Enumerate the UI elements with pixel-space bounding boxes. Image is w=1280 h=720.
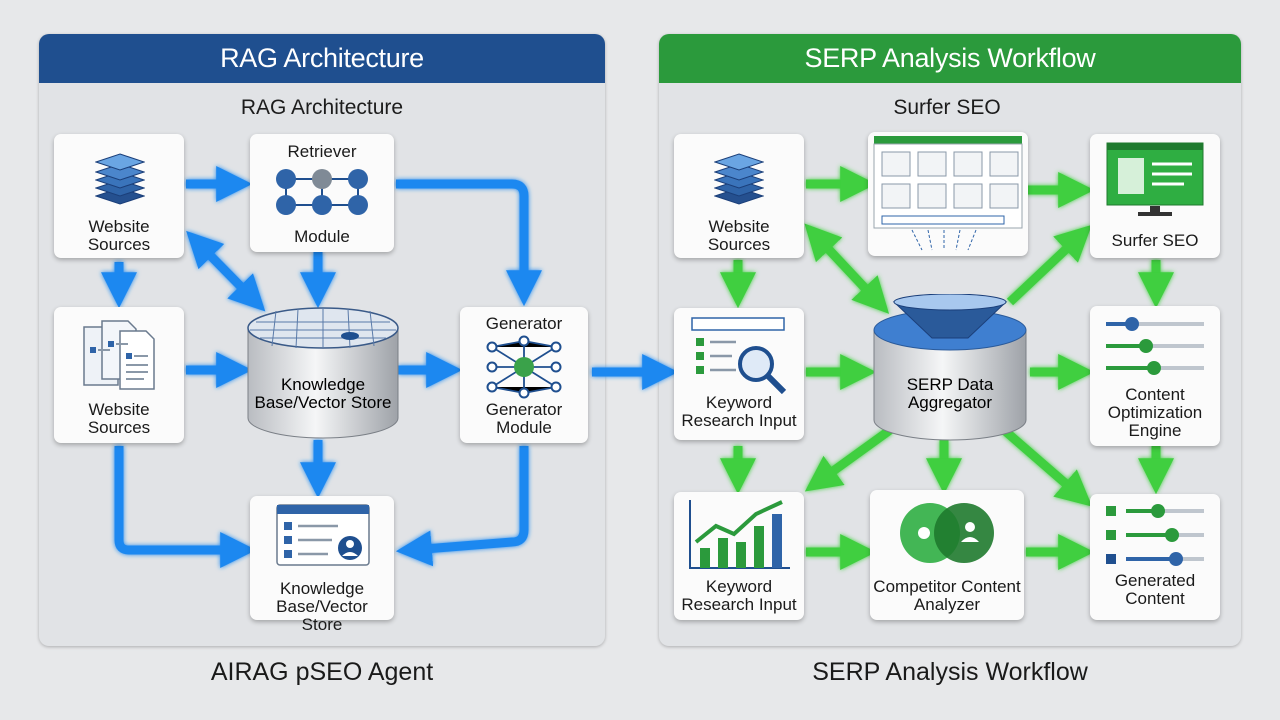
generated-content-label: Generated Content	[1114, 571, 1196, 608]
content-optimization-label: Content Optimization Engine	[1107, 385, 1203, 440]
serp-website-sources-box: Website Sources	[674, 134, 804, 258]
keyword-research-box-bottom: Keyword Research Input	[674, 492, 804, 620]
vector-store-icon	[247, 307, 399, 439]
growth-chart-icon	[689, 500, 790, 569]
website-sources-box-mid: Website Sources	[54, 307, 184, 443]
generated-content-box: Generated Content	[1090, 494, 1220, 620]
browser-profile-icon	[276, 504, 370, 566]
right-footer-caption: SERP Analysis Workflow	[812, 658, 1088, 686]
serp-panel-header: SERP Analysis Workflow	[659, 34, 1241, 83]
rag-panel-subtitle: RAG Architecture	[240, 96, 404, 119]
serp-results-screen-box	[868, 132, 1028, 256]
serp-aggregator-cylinder: SERP Data Aggregator	[872, 293, 1028, 444]
website-sources-label-top: Website Sources	[87, 217, 151, 254]
website-sources-label-mid: Website Sources	[87, 400, 151, 437]
generator-module-label: Generator Module	[485, 400, 563, 437]
serp-results-grid-icon	[873, 136, 1023, 251]
retriever-label: Retriever	[287, 142, 357, 161]
retriever-module-label: Module	[294, 227, 350, 246]
generator-module-box: Generator Generator Module	[460, 307, 588, 443]
retriever-module-box: Retriever Module	[250, 134, 394, 252]
search-magnifier-icon	[691, 317, 787, 394]
surfer-seo-box: Surfer SEO	[1090, 134, 1220, 258]
left-footer-caption: AIRAG pSEO Agent	[210, 658, 434, 686]
checklist-sliders-icon	[1106, 504, 1204, 566]
sliders-icon	[1106, 317, 1204, 375]
website-sources-box-top: Website Sources	[54, 134, 184, 258]
documents-icon	[83, 320, 155, 390]
knowledge-base-box-bottom: Knowledge Base/Vector Store	[250, 496, 394, 634]
database-stack-icon	[95, 153, 145, 205]
generator-label: Generator	[485, 314, 563, 333]
monitor-document-icon	[1106, 142, 1204, 216]
rag-panel-header: RAG Architecture	[39, 34, 605, 83]
database-stack-icon	[714, 153, 764, 205]
keyword-research-label-bottom: Keyword Research Input	[681, 577, 797, 614]
venn-comparison-icon	[900, 503, 994, 563]
content-optimization-box: Content Optimization Engine	[1090, 306, 1220, 446]
keyword-research-box-mid: Keyword Research Input	[674, 308, 804, 440]
retriever-network-icon	[276, 169, 368, 215]
knowledge-base-bottom-label: Knowledge Base/Vector Store	[276, 579, 368, 634]
serp-website-sources-label: Website Sources	[707, 217, 771, 254]
surfer-seo-label: Surfer SEO	[1111, 231, 1199, 250]
knowledge-base-cylinder: Knowledge Base/Vector Store	[246, 306, 400, 442]
serp-aggregator-label: SERP Data Aggregator	[906, 375, 994, 412]
knowledge-base-label: Knowledge Base/Vector Store	[254, 375, 392, 412]
competitor-analyzer-box: Competitor Content Analyzer	[870, 490, 1024, 620]
aggregator-funnel-icon	[873, 293, 1027, 441]
generator-network-icon	[486, 335, 562, 399]
serp-panel-subtitle: Surfer SEO	[893, 96, 1001, 119]
keyword-research-label-mid: Keyword Research Input	[681, 393, 797, 430]
competitor-analyzer-label: Competitor Content Analyzer	[873, 577, 1021, 614]
